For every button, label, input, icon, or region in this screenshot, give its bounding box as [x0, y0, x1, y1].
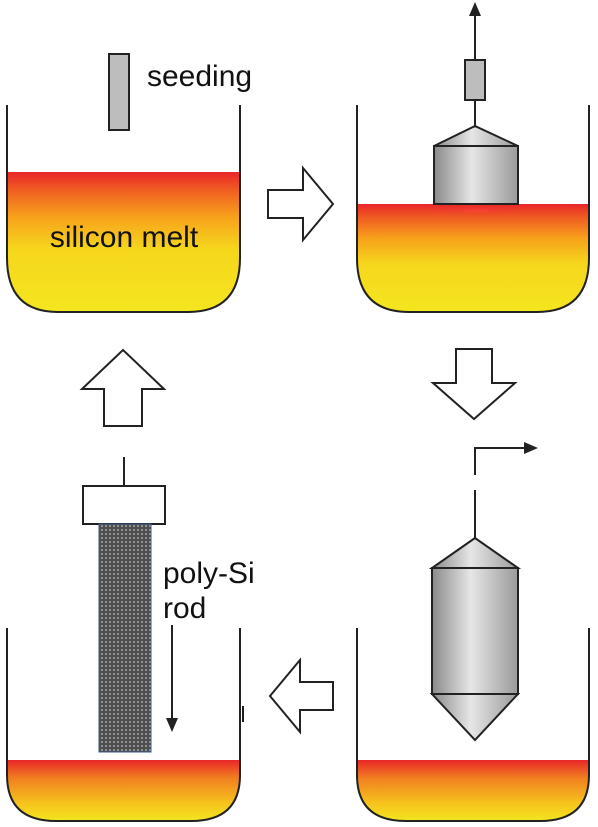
ingot-body	[431, 567, 519, 695]
silicon-melt-label: silicon melt	[50, 221, 199, 254]
move-right-arrow-icon	[524, 442, 538, 454]
rod-holder	[82, 485, 166, 525]
crucible-melt	[357, 204, 589, 312]
seed-crystal	[108, 53, 130, 131]
crystal-cone	[433, 124, 519, 147]
lift-move-arrow	[474, 447, 526, 475]
rod-label: rod	[163, 592, 206, 625]
arrow-down-icon	[430, 348, 518, 421]
poly-si-rod	[98, 523, 152, 753]
arrow-right-icon	[267, 165, 335, 243]
lowering-arrow-icon	[166, 718, 178, 732]
crucible-outline	[356, 105, 590, 313]
ingot-bottom-cone	[429, 693, 521, 742]
crucible-melt	[357, 760, 589, 821]
crucible-melt	[7, 760, 240, 821]
ingot-top-cone	[428, 536, 522, 569]
crystal-body	[433, 145, 519, 205]
seed-holder	[464, 59, 486, 101]
crucible-melt	[7, 172, 240, 312]
pull-up-arrow-icon	[469, 2, 481, 16]
arrow-left-icon	[268, 657, 334, 735]
panel-crystal-growth	[356, 2, 590, 313]
panel-recharge: poly-Si rod	[6, 457, 255, 822]
arrow-up-icon	[79, 348, 167, 427]
panel-crystal-removal	[356, 442, 590, 822]
crucible-outline	[6, 628, 241, 822]
panel-seeding: seeding silicon melt	[6, 53, 252, 313]
poly-si-label: poly-Si	[163, 557, 255, 590]
crucible-outline	[356, 628, 590, 822]
seeding-label: seeding	[147, 60, 252, 93]
crucible-outline	[6, 105, 241, 313]
